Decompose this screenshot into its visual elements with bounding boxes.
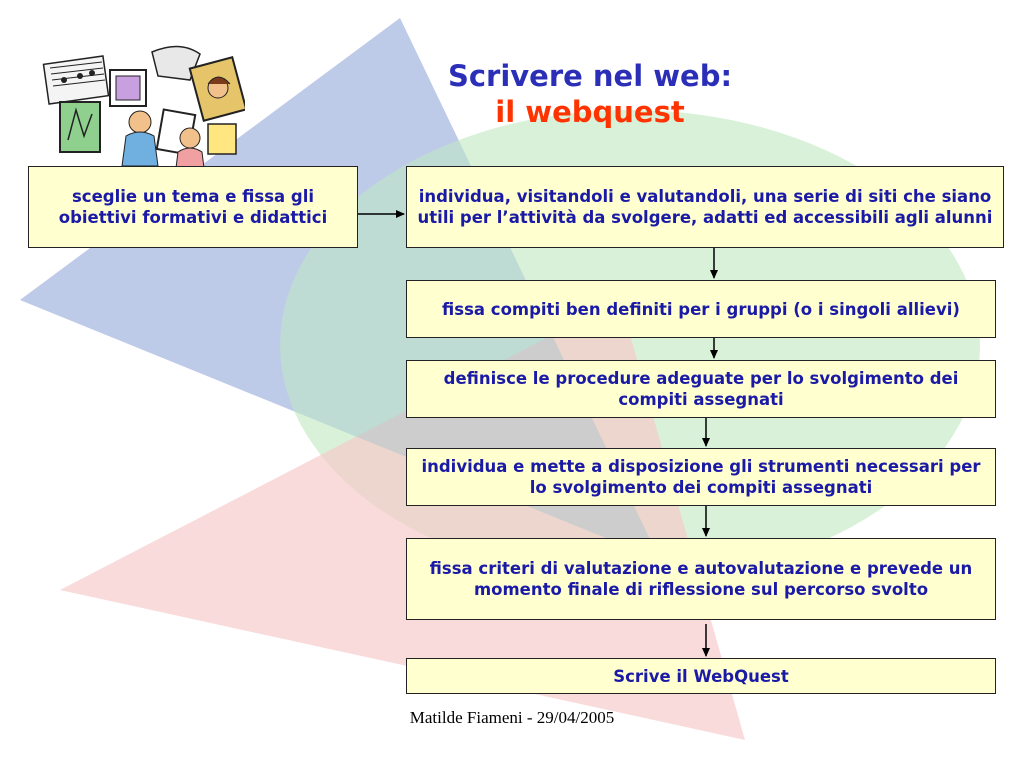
slide-footer: Matilde Fiameni - 29/04/2005 — [409, 708, 615, 727]
flow-box-step-5: fissa criteri di valutazione e autovalut… — [406, 538, 996, 620]
art-music-collage-clipart — [42, 45, 245, 169]
slide-title: Scrivere nel web: il webquest — [380, 58, 800, 130]
flow-box-start: sceglie un tema e fissa gli obiettivi fo… — [28, 166, 358, 248]
overlap-teal — [20, 18, 660, 560]
title-line-2: il webquest — [495, 95, 685, 129]
title-line-1: Scrivere nel web: — [447, 59, 733, 93]
flow-box-step-1: individua, visitandoli e valutandoli, un… — [406, 166, 1004, 248]
flow-box-step-3: definisce le procedure adeguate per lo s… — [406, 360, 996, 418]
flow-box-step-2: fissa compiti ben definiti per i gruppi … — [406, 280, 996, 338]
flow-box-step-4: individua e mette a disposizione gli str… — [406, 448, 996, 506]
flow-box-step-6: Scrive il WebQuest — [406, 658, 996, 694]
